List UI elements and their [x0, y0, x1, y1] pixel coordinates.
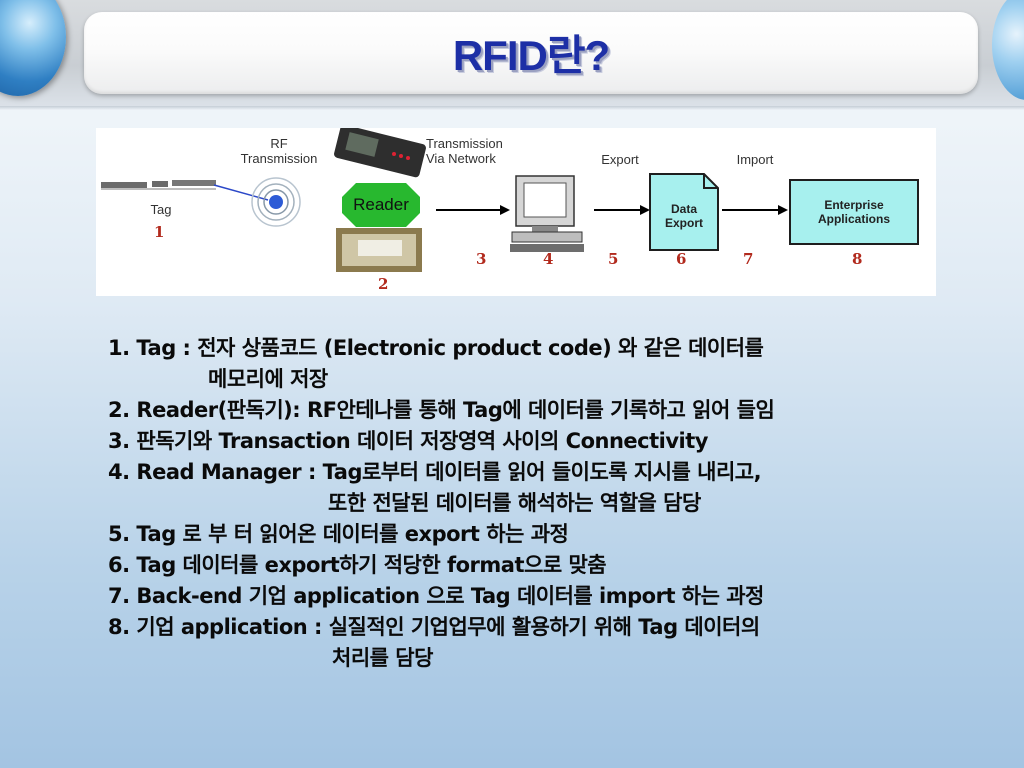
reader-sign: Reader: [342, 183, 420, 227]
list-item: 7. Back-end 기업 application 으로 Tag 데이터를 i…: [108, 584, 764, 608]
slide-title: RFID란?: [452, 32, 610, 79]
list-item-continuation: 처리를 담당: [332, 646, 433, 670]
list-item: 6. Tag 데이터를 export하기 적당한 format으로 맞춤: [108, 553, 607, 577]
data-export-document-icon: [649, 173, 719, 251]
tag-strip-icon: [101, 180, 216, 190]
handheld-reader-icon: [334, 128, 426, 178]
list-item: 4. Read Manager : Tag로부터 데이터를 읽어 들이도록 지시…: [108, 460, 762, 484]
list-item-continuation: 메모리에 저장: [208, 367, 328, 391]
label-enterprise-applications: Enterprise Applications: [817, 198, 890, 226]
list-item: 5. Tag 로 부 터 읽어온 데이터를 export 하는 과정: [108, 522, 569, 546]
rfid-process-diagram: RF Transmission Transmission Via Network…: [96, 128, 936, 296]
rf-antenna-icon: [251, 177, 301, 227]
label-tag: Tag: [150, 202, 172, 217]
label-data-export: Data Export: [664, 202, 703, 230]
label-transmission-via-network: Transmission Via Network: [426, 136, 503, 166]
list-item: 3. 판독기와 Transaction 데이터 저장영역 사이의 Connect…: [108, 429, 708, 453]
step-number-4: 4: [543, 250, 554, 268]
list-item: 8. 기업 application : 실질적인 기업업무에 활용하기 위해 T…: [108, 615, 760, 639]
step-number-8: 8: [852, 250, 863, 268]
title-banner: [84, 12, 978, 94]
computer-icon: [510, 175, 584, 252]
label-export: Export: [601, 152, 639, 167]
step-number-5: 5: [608, 250, 619, 268]
step-number-2: 2: [378, 275, 389, 293]
label-rf-transmission: RF Transmission: [240, 136, 318, 166]
step-number-7: 7: [743, 250, 754, 268]
step-description-list: 1. Tag : 전자 상품코드 (Electronic product cod…: [108, 333, 988, 674]
diagram-graphics: [101, 128, 919, 272]
enterprise-applications-box: [789, 179, 919, 245]
step-number-3: 3: [476, 250, 487, 268]
list-item: 1. Tag : 전자 상품코드 (Electronic product cod…: [108, 336, 764, 360]
fixed-reader-icon: [336, 228, 422, 272]
label-import: Import: [736, 152, 774, 167]
step-number-1: 1: [154, 223, 165, 241]
step-number-6: 6: [676, 250, 687, 268]
list-item: 2. Reader(판독기): RF안테나를 통해 Tag에 데이터를 기록하고…: [108, 398, 775, 422]
list-item-continuation: 또한 전달된 데이터를 해석하는 역할을 담당: [328, 491, 701, 515]
